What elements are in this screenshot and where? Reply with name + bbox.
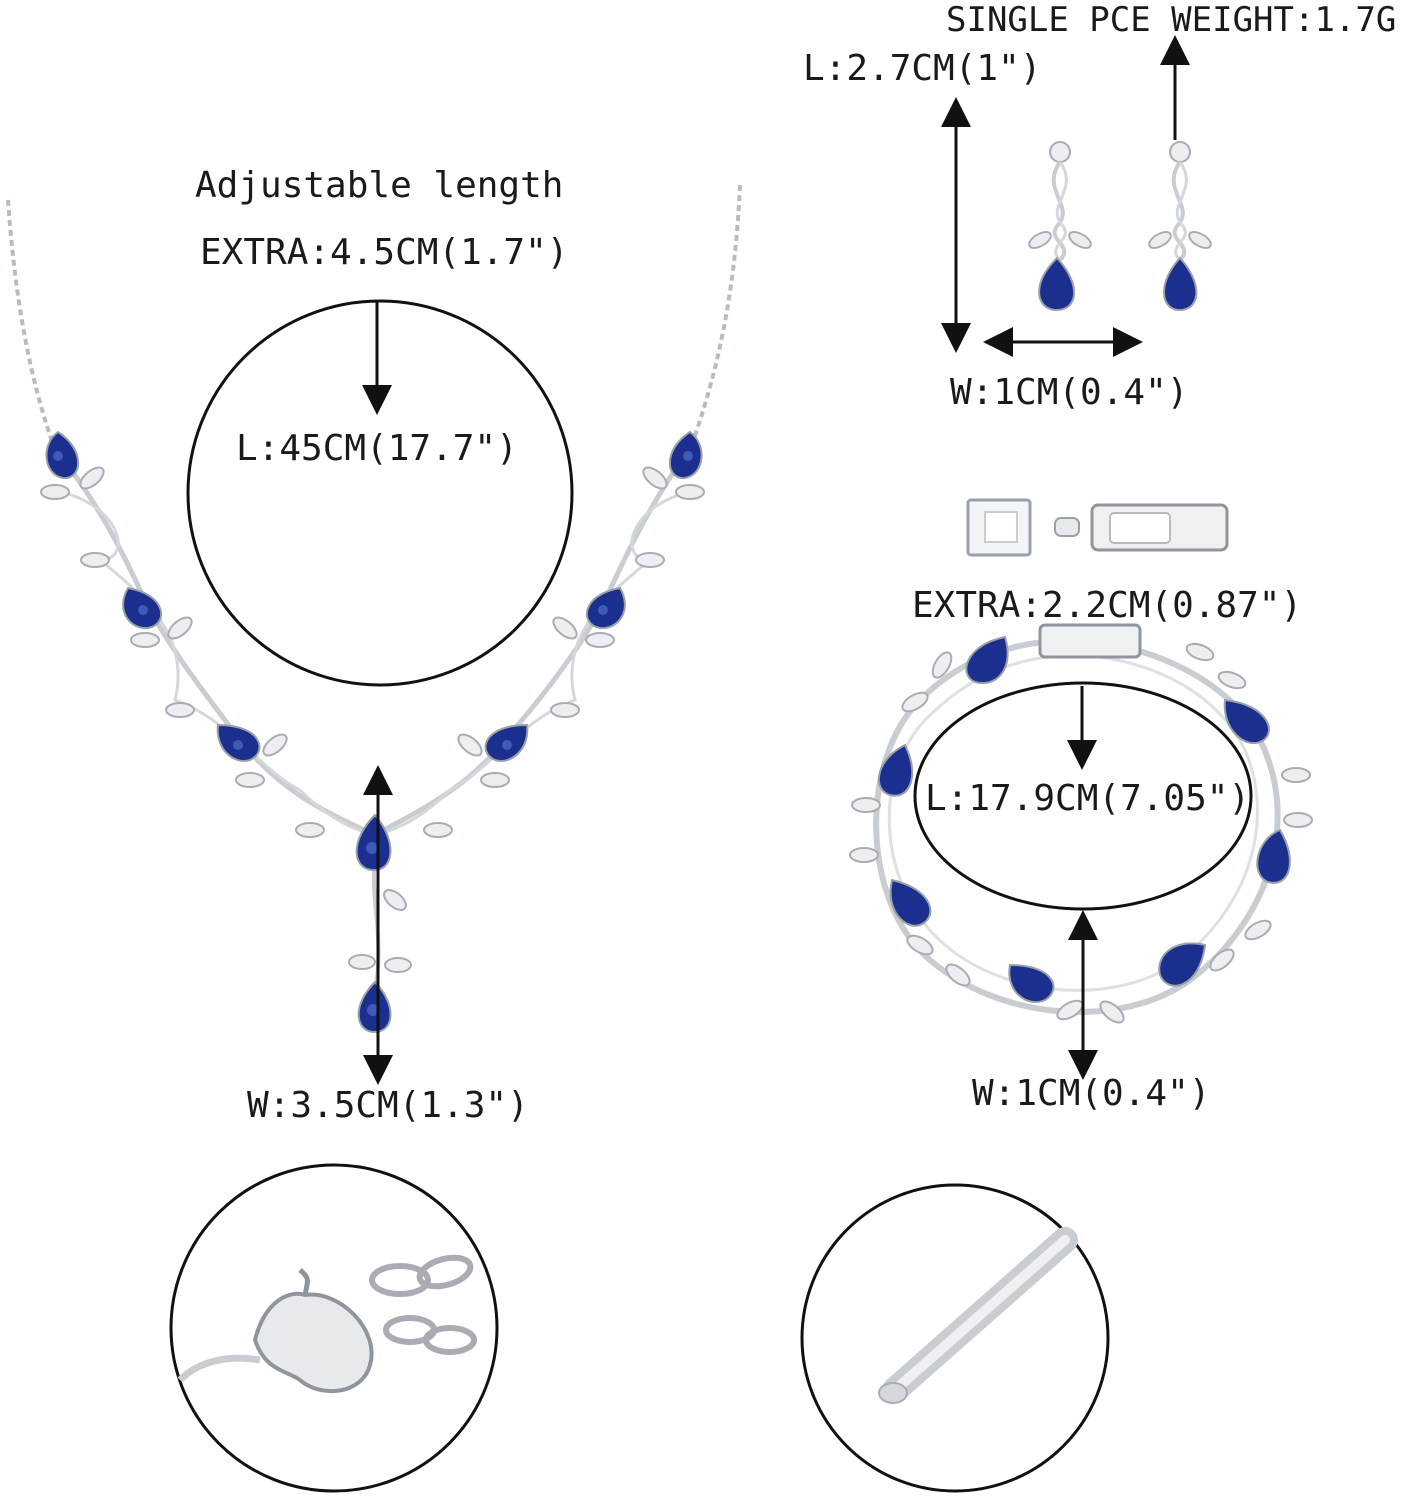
- leaf-icon: [40, 484, 70, 500]
- leaf-icon: [642, 466, 668, 490]
- leaf-icon: [384, 957, 412, 973]
- necklace-length-circle: [186, 299, 574, 687]
- bracelet-width-label: W:1CM(0.4"): [972, 1073, 1211, 1114]
- bracelet-extender-image: [966, 498, 1229, 557]
- leaf-icon: [295, 822, 325, 838]
- leaf-icon: [80, 552, 110, 568]
- sapphire-gem-icon: [889, 878, 932, 927]
- leaf-icon: [165, 702, 195, 718]
- leaf-icon: [675, 484, 705, 500]
- earring-weight-label: SINGLE PCE WEIGHT:1.7G: [946, 0, 1397, 40]
- earring-left: [1028, 141, 1092, 312]
- leaf-icon: [167, 616, 193, 640]
- earring-length-label: L:2.7CM(1"): [803, 48, 1042, 89]
- necklace-image: [6, 184, 742, 1085]
- leaf-icon: [552, 616, 578, 640]
- earring-post-detail: [800, 1183, 1110, 1493]
- bracelet-image: [849, 623, 1313, 1080]
- leaf-icon: [635, 552, 665, 568]
- necklace-vine-right: [373, 453, 688, 838]
- leaf-icon: [262, 733, 288, 757]
- necklace-length-label: L:45CM(17.7"): [236, 428, 518, 469]
- sapphire-gem-icon: [965, 635, 1009, 685]
- leaf-icon: [585, 632, 615, 648]
- bracelet-length-label: L:17.9CM(7.05"): [925, 778, 1251, 819]
- clasp-detail: [169, 1163, 499, 1493]
- sapphire-gem-icon: [1163, 256, 1198, 312]
- sapphire-gem-icon: [1038, 256, 1075, 312]
- leaf-icon: [550, 702, 580, 718]
- sapphire-gem-icon: [1256, 828, 1291, 884]
- leaf-icon: [480, 772, 510, 788]
- leaf-icon: [79, 466, 105, 490]
- necklace-chain-left: [6, 199, 57, 451]
- necklace-adjustable-label: Adjustable length: [195, 165, 564, 206]
- sapphire-gem-icon: [1008, 963, 1055, 1003]
- leaf-icon: [235, 772, 265, 788]
- sapphire-gem-icon: [1158, 942, 1207, 987]
- leaf-icon: [423, 822, 453, 838]
- bracelet-length-ellipse: [913, 681, 1253, 911]
- necklace-vine-right-2: [374, 488, 701, 837]
- earrings-image: [941, 35, 1212, 357]
- leaf-icon: [383, 889, 407, 911]
- bracelet-extra-label: EXTRA:2.2CM(0.87"): [912, 585, 1303, 626]
- leaf-icon: [130, 632, 160, 648]
- necklace-extra-label: EXTRA:4.5CM(1.7"): [200, 232, 569, 273]
- sapphire-gem-icon: [877, 743, 914, 797]
- necklace-width-label: W:3.5CM(1.3"): [247, 1085, 529, 1126]
- necklace-vine-left-2: [49, 488, 376, 837]
- necklace-chain-right: [688, 184, 742, 451]
- sapphire-gem-icon: [1223, 698, 1270, 745]
- leaf-icon: [457, 733, 483, 757]
- necklace-vine-left: [58, 453, 377, 838]
- earring-right: [1148, 141, 1212, 312]
- earring-width-label: W:1CM(0.4"): [950, 372, 1189, 413]
- leaf-icon: [348, 954, 376, 970]
